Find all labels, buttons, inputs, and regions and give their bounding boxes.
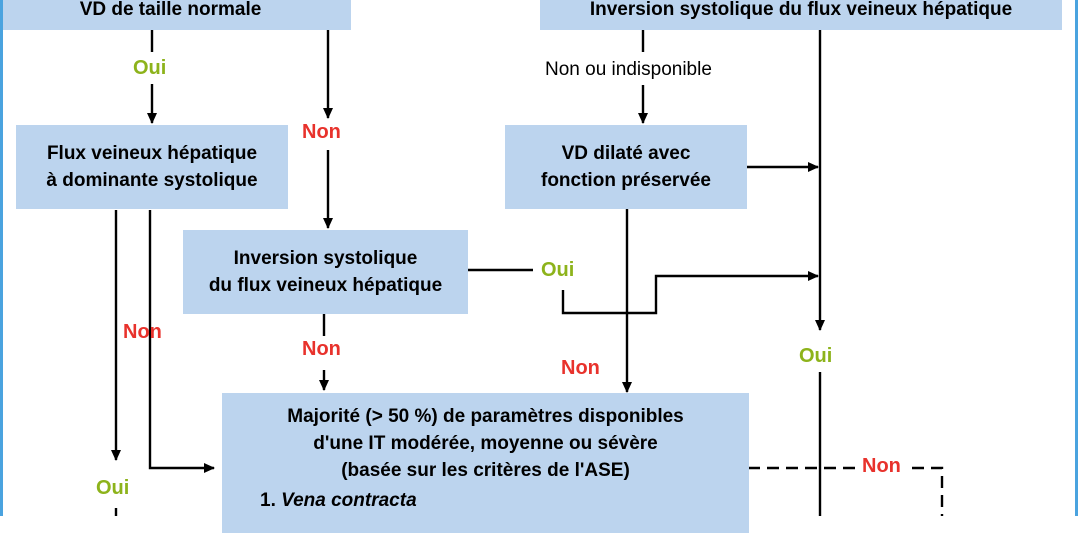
box-majorite-parametres: Majorité (> 50 %) de paramètres disponib… [222, 393, 749, 533]
box-inversion-systolique-top: Inversion systolique du flux veineux hép… [540, 0, 1062, 30]
box-inversion-mid-line-1: Inversion systolique [233, 248, 418, 269]
box-majorite-line-1: Majorité (> 50 %) de paramètres disponib… [287, 406, 684, 427]
box-vd-taille-normale: VD de taille normale [0, 0, 351, 30]
label-oui-flux-dominante: Oui [96, 477, 130, 499]
box-inversion-mid-line-2: du flux veineux hépatique [208, 275, 443, 296]
label-oui-inversion-mid: Oui [541, 259, 575, 281]
flowchart-connectors [111, 30, 944, 516]
label-oui-right: Oui [799, 345, 833, 367]
majorite-item-text: Vena contracta [281, 490, 417, 511]
connector-oui-path [561, 271, 819, 315]
label-non-majorite-dashed: Non [862, 455, 901, 477]
box-vd-dilate: VD dilaté avec fonction préservée [505, 125, 747, 209]
box-flux-line-1: Flux veineux hépatique [46, 143, 258, 164]
box-majorite-item-1: 1. Vena contracta [222, 484, 749, 518]
label-oui-vd-normale: Oui [133, 57, 167, 79]
box-vd-taille-normale-text: VD de taille normale [79, 0, 262, 20]
box-majorite-line-3: (basée sur les critères de l'ASE) [341, 460, 630, 481]
box-flux-line-2: à dominante systolique [46, 170, 258, 191]
label-non-flux-dominante: Non [123, 321, 162, 343]
box-inversion-systolique-top-text: Inversion systolique du flux veineux hép… [589, 0, 1013, 20]
label-non-vd-normale: Non [302, 121, 341, 143]
box-vd-dilate-line-1: VD dilaté avec [561, 143, 691, 164]
box-flux-dominante-systolique: Flux veineux hépatique à dominante systo… [16, 125, 288, 209]
label-non-inversion-mid: Non [302, 338, 341, 360]
label-non-vd-dilate: Non [561, 357, 600, 379]
box-vd-dilate-line-2: fonction préservée [541, 170, 711, 191]
connector-flux-non [148, 210, 215, 473]
majorite-item-number: 1. [260, 490, 282, 511]
box-inversion-systolique-mid: Inversion systolique du flux veineux hép… [183, 230, 468, 314]
label-non-ou-indisponible: Non ou indisponible [545, 59, 712, 80]
box-majorite-line-2: d'une IT modérée, moyenne ou sévère [313, 433, 658, 454]
connector-majorite-dashed-2 [912, 466, 944, 516]
